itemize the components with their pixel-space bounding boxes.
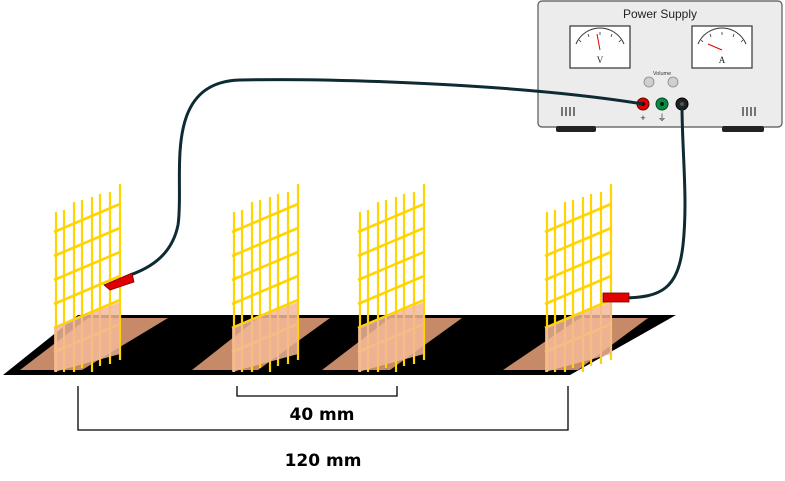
voltmeter: V — [569, 25, 631, 69]
ammeter-label: A — [719, 55, 726, 65]
positive-symbol: + — [640, 113, 645, 123]
electrode-grid-1 — [52, 182, 122, 374]
electrode-grid-4 — [543, 182, 613, 374]
power-supply: Power Supply V A Volum — [537, 0, 783, 132]
power-supply-title: Power Supply — [623, 7, 697, 21]
dimension-label-120mm: 120 mm — [285, 451, 362, 471]
electrode-grid-3 — [356, 182, 426, 374]
volume-knob-right[interactable] — [667, 76, 679, 88]
dimension-bracket-40mm — [236, 386, 398, 397]
tray — [3, 315, 676, 375]
clip-right[interactable] — [602, 292, 630, 303]
volume-label: Volume — [653, 71, 671, 77]
voltmeter-needle — [596, 33, 601, 51]
dimension-label-40mm: 40 mm — [289, 405, 354, 425]
electrode-grid-2 — [230, 182, 300, 374]
wire-positive — [129, 78, 644, 277]
dimension-bracket-120mm — [77, 386, 569, 431]
clip-left[interactable] — [103, 272, 135, 291]
vent-left — [561, 107, 575, 116]
ammeter: A — [691, 25, 753, 69]
wire-negative — [624, 105, 687, 300]
volume-knob-left[interactable] — [643, 76, 655, 88]
voltmeter-label: V — [597, 55, 604, 65]
ammeter-needle — [707, 43, 723, 51]
ground-symbol: ⏚ — [657, 113, 666, 123]
vent-right — [742, 107, 756, 116]
